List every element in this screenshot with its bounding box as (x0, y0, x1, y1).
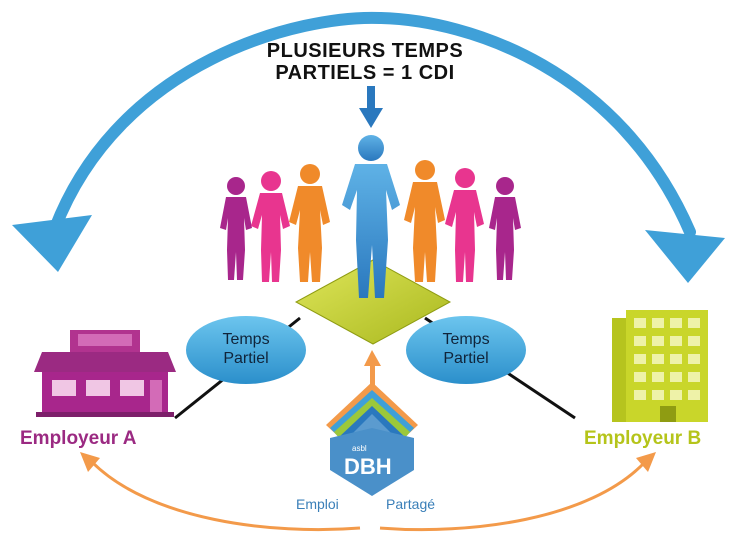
logo-dbh: DBH (344, 454, 392, 479)
orange-arc-arrows (80, 452, 656, 532)
title-down-arrow (359, 86, 383, 128)
shop-icon (34, 330, 176, 417)
temps-partiel-oval-right (406, 316, 526, 384)
logo-asbl: asbl (352, 444, 367, 453)
orange-up-arrow (364, 350, 381, 392)
person-blue-central (342, 135, 400, 298)
orange-arrowhead-right (636, 452, 656, 472)
diagram-title: PLUSIEURS TEMPS PARTIELS = 1 CDI (235, 40, 495, 84)
title-line-2: PARTIELS = 1 CDI (275, 62, 455, 84)
oval-right-line-1: Temps (442, 331, 490, 348)
people-group (220, 135, 521, 298)
blue-arc-arrow (12, 11, 725, 283)
person-pink-2 (251, 171, 290, 282)
temps-partiel-right-label: Temps Partiel (411, 330, 521, 368)
platform-diamond (294, 259, 452, 345)
dbh-logo-icon: asbl DBH (326, 382, 418, 496)
office-building-icon (612, 310, 708, 422)
person-pink-6 (445, 168, 484, 282)
blue-arrowhead-left (12, 215, 92, 272)
oval-left-line-2: Partiel (223, 350, 269, 367)
temps-partiel-oval-left (186, 316, 306, 384)
logo-word-partage: Partagé (386, 496, 436, 512)
temps-partiel-left-label: Temps Partiel (191, 330, 301, 368)
oval-right-line-2: Partiel (443, 350, 489, 367)
logo-word-emploi: Emploi (296, 496, 339, 512)
person-orange-3 (289, 164, 330, 282)
blue-arrowhead-right (645, 230, 725, 283)
employeur-a-label: Employeur A (20, 428, 137, 449)
orange-arrowhead-left (80, 452, 100, 472)
oval-left-line-1: Temps (222, 331, 270, 348)
person-magenta-7 (489, 177, 521, 280)
person-orange-5 (404, 160, 445, 282)
title-line-1: PLUSIEURS TEMPS (266, 40, 464, 62)
employeur-b-label: Employeur B (584, 428, 702, 449)
person-magenta-1 (220, 177, 252, 280)
